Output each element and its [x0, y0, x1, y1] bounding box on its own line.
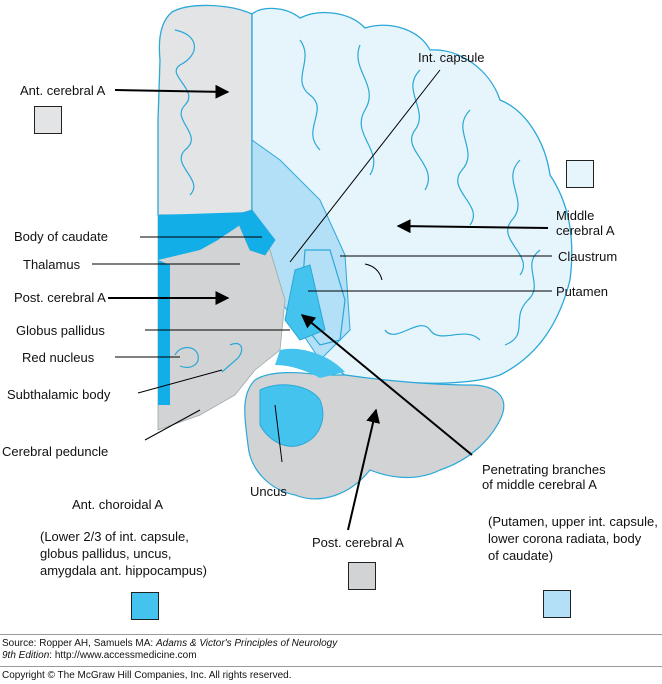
footer-divider — [0, 634, 662, 635]
note-ant-choroidal: (Lower 2/3 of int. capsule, globus palli… — [40, 529, 207, 578]
swatch-penetrating — [543, 590, 571, 618]
caudate-region — [234, 209, 276, 256]
label-int-capsule: Int. capsule — [418, 50, 485, 65]
label-post-cerebral: Post. cerebral A — [14, 290, 106, 305]
uncus-region — [259, 384, 324, 447]
source-title: Adams & Victor's Principles of Neurology — [155, 638, 338, 649]
swatch-middle-cerebral — [566, 160, 594, 188]
label-ant-choroidal: Ant. choroidal A — [72, 497, 164, 512]
label-subthalamic-body: Subthalamic body — [7, 387, 111, 402]
swatch-post-cerebral — [348, 562, 376, 590]
claustrum-mark — [364, 263, 383, 281]
red-nucleus-shape — [174, 346, 199, 368]
label-post-cerebral-bottom: Post. cerebral A — [312, 535, 404, 550]
edition: 9th Edition — [2, 650, 50, 661]
label-red-nucleus: Red nucleus — [22, 350, 95, 365]
label-cerebral-peduncle: Cerebral peduncle — [2, 444, 109, 459]
footer-divider-2 — [0, 666, 662, 667]
subthalamic-shape — [221, 342, 243, 373]
leader-lines — [92, 69, 552, 463]
ant-choroidal-strip-lower — [158, 260, 170, 405]
label-globus-pallidus: Globus pallidus — [16, 323, 105, 338]
note-penetrating: (Putamen, upper int. capsule, lower coro… — [488, 514, 658, 563]
label-body-of-caudate: Body of caudate — [14, 229, 108, 244]
label-middle-cerebral: Middle cerebral A — [556, 208, 615, 238]
gyri-outline — [299, 39, 541, 346]
source-prefix: Source: Ropper AH, Samuels MA: — [2, 638, 156, 649]
label-claustrum: Claustrum — [558, 249, 618, 264]
left-gyri-outline — [174, 29, 195, 196]
label-penetrating-branches: Penetrating branches of middle cerebral … — [482, 462, 606, 492]
footer-copyright: Copyright © The McGraw Hill Companies, I… — [2, 670, 292, 681]
swatch-ant-cerebral — [34, 106, 62, 134]
ant-cerebral-territory — [157, 4, 253, 216]
ant-choroidal-lower-band — [275, 348, 345, 378]
source-url: : http://www.accessmedicine.com — [49, 650, 197, 661]
label-thalamus: Thalamus — [23, 257, 81, 272]
footer-source: Source: Ropper AH, Samuels MA: Adams & V… — [2, 638, 337, 650]
label-uncus: Uncus — [250, 484, 287, 499]
arrows — [108, 84, 549, 531]
label-putamen: Putamen — [556, 284, 609, 299]
swatch-ant-choroidal — [131, 592, 159, 620]
footer-edition: 9th Edition: http://www.accessmedicine.c… — [2, 650, 197, 662]
ant-choroidal-territory — [158, 212, 250, 260]
label-ant-cerebral: Ant. cerebral A — [20, 83, 106, 98]
